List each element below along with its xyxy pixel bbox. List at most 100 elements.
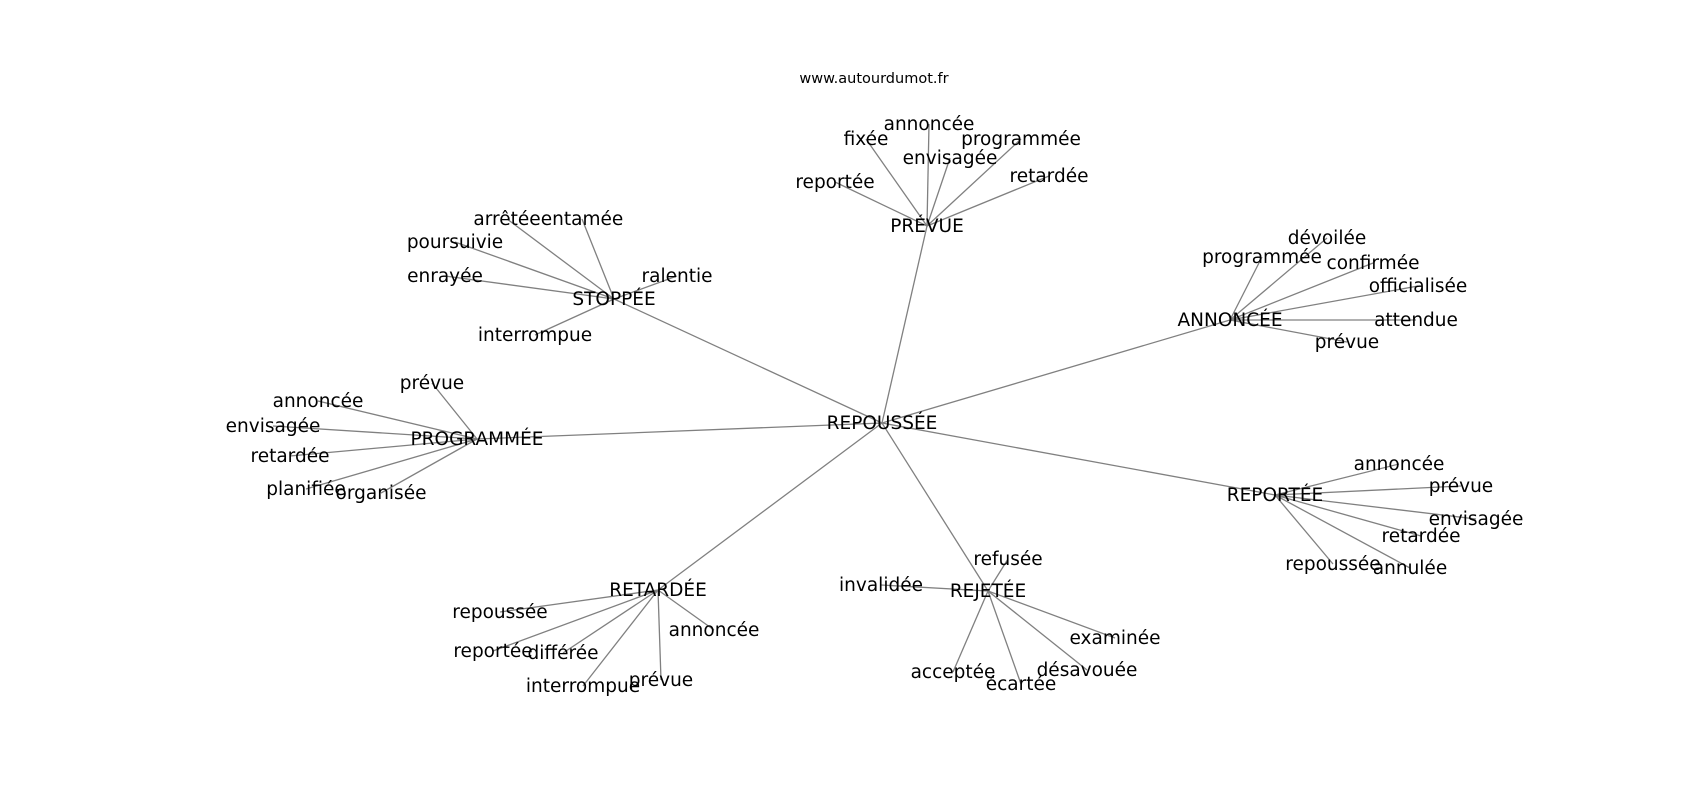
related-word-node[interactable]: envisagée [903,148,998,169]
related-word-node[interactable]: programmée [1202,247,1322,268]
edge-hub-to-word [444,275,615,300]
edge-hub-to-word [506,218,615,300]
edge-hub-to-word [987,558,1009,592]
hub-word-node[interactable]: ANNONCÉE [1177,309,1282,331]
edge-hub-to-word [1274,485,1462,496]
edge-hub-to-word [926,123,930,227]
edge-hub-to-word [581,218,615,300]
related-word-node[interactable]: planifiée [266,479,346,500]
edge-hub-to-word [1274,494,1422,537]
related-word-node[interactable]: fixée [844,129,889,150]
related-word-node[interactable]: attendue [1374,310,1458,331]
edge-hub-to-word [1229,237,1328,321]
edge-center-to-hub [881,319,1231,424]
related-word-node[interactable]: acceptée [911,662,996,683]
related-word-node[interactable]: organisée [336,483,427,504]
graph-edges [272,123,1477,687]
related-word-node[interactable]: confirmée [1327,253,1420,274]
edge-hub-to-word [317,400,478,440]
edge-hub-to-word [987,590,1088,671]
hub-word-node[interactable]: STOPPÉE [572,288,655,310]
related-word-node[interactable]: annoncée [1354,454,1445,475]
edge-hub-to-word [1274,494,1334,565]
edge-hub-to-word [952,590,989,673]
edge-hub-to-word [1274,463,1400,496]
edge-hub-to-word [380,438,478,494]
edge-hub-to-word [613,275,678,300]
edge-center-to-hub [881,422,989,592]
related-word-node[interactable]: programmée [961,129,1081,150]
related-word-node[interactable]: prévue [1315,332,1379,353]
edge-hub-to-word [1229,262,1374,321]
edge-hub-to-word [926,175,1050,227]
related-word-node[interactable]: retardée [251,446,330,467]
related-word-node[interactable]: dévoilée [1288,228,1366,249]
edge-hub-to-word [1229,319,1348,343]
center-word-node[interactable]: REPOUSSÉE [827,412,938,434]
hub-word-node[interactable]: REJETÉE [950,580,1026,602]
related-word-node[interactable]: prévue [1429,476,1493,497]
related-word-node[interactable]: retardée [1382,526,1461,547]
edge-hub-to-word [582,589,659,687]
hub-word-node[interactable]: PROGRAMMÉE [411,428,544,450]
related-word-node[interactable]: examinée [1070,628,1161,649]
hub-word-node[interactable]: PRÉVUE [890,215,964,237]
edge-hub-to-word [1274,494,1411,569]
edge-hub-to-word [865,138,928,227]
related-word-node[interactable]: envisagée [1429,509,1524,530]
edge-hub-to-word [1229,256,1263,321]
related-word-node[interactable]: repoussée [1285,554,1380,575]
hub-word-node[interactable]: REPORTÉE [1227,484,1323,506]
related-word-node[interactable]: reportée [795,172,874,193]
related-word-node[interactable]: annulée [1373,558,1447,579]
edge-center-to-hub [476,422,883,440]
related-word-node[interactable]: retardée [1010,166,1089,187]
edge-center-to-hub [613,298,883,424]
related-word-node[interactable]: annoncée [273,391,364,412]
edge-hub-to-word [289,438,478,457]
edge-center-to-hub [881,225,928,424]
edge-center-to-hub [881,422,1276,496]
related-word-node[interactable]: interrompue [478,325,592,346]
related-word-node[interactable]: invalidée [839,575,923,596]
related-word-node[interactable]: enrayée [407,266,483,287]
edge-hub-to-word [492,589,659,652]
related-word-node[interactable]: officialisée [1369,276,1468,297]
edge-hub-to-word [880,584,989,592]
edge-hub-to-word [272,425,478,440]
related-word-node[interactable]: arrêtée [473,209,540,230]
edge-hub-to-word [305,438,478,490]
related-word-node[interactable]: annoncée [669,620,760,641]
edge-hub-to-word [534,298,615,336]
edge-hub-to-word [657,589,715,631]
related-word-node[interactable]: prévue [400,373,464,394]
related-word-node[interactable]: écartée [986,674,1057,695]
related-word-node[interactable]: refusée [973,549,1042,570]
related-word-node[interactable]: ralentie [642,266,713,287]
related-word-node[interactable]: prévue [629,670,693,691]
related-word-node[interactable]: poursuivie [407,232,503,253]
graph-nodes: REPOUSSÉEPRÉVUEfixéeannoncéeprogramméeen… [226,114,1524,697]
related-word-node[interactable]: différée [528,643,599,664]
edge-hub-to-word [834,181,928,227]
edge-hub-to-word [1229,285,1419,321]
edge-hub-to-word [926,138,1022,227]
edge-hub-to-word [431,382,478,440]
related-word-node[interactable]: interrompue [526,676,640,697]
watermark: www.autourdumot.fr [799,71,948,87]
related-word-node[interactable]: repoussée [452,602,547,623]
related-word-node[interactable]: envisagée [226,416,321,437]
related-word-node[interactable]: entamée [541,209,623,230]
edge-hub-to-word [657,589,662,681]
edge-hub-to-word [987,590,1116,639]
edge-hub-to-word [454,241,615,300]
edge-hub-to-word [499,589,659,613]
related-word-node[interactable]: reportée [453,641,532,662]
related-word-node[interactable]: désavouée [1037,660,1138,681]
related-word-node[interactable]: annoncée [884,114,975,135]
hub-word-node[interactable]: RETARDÉE [609,579,707,601]
edge-hub-to-word [1274,494,1477,520]
edge-hub-to-word [562,589,659,654]
edge-center-to-hub [657,422,883,591]
